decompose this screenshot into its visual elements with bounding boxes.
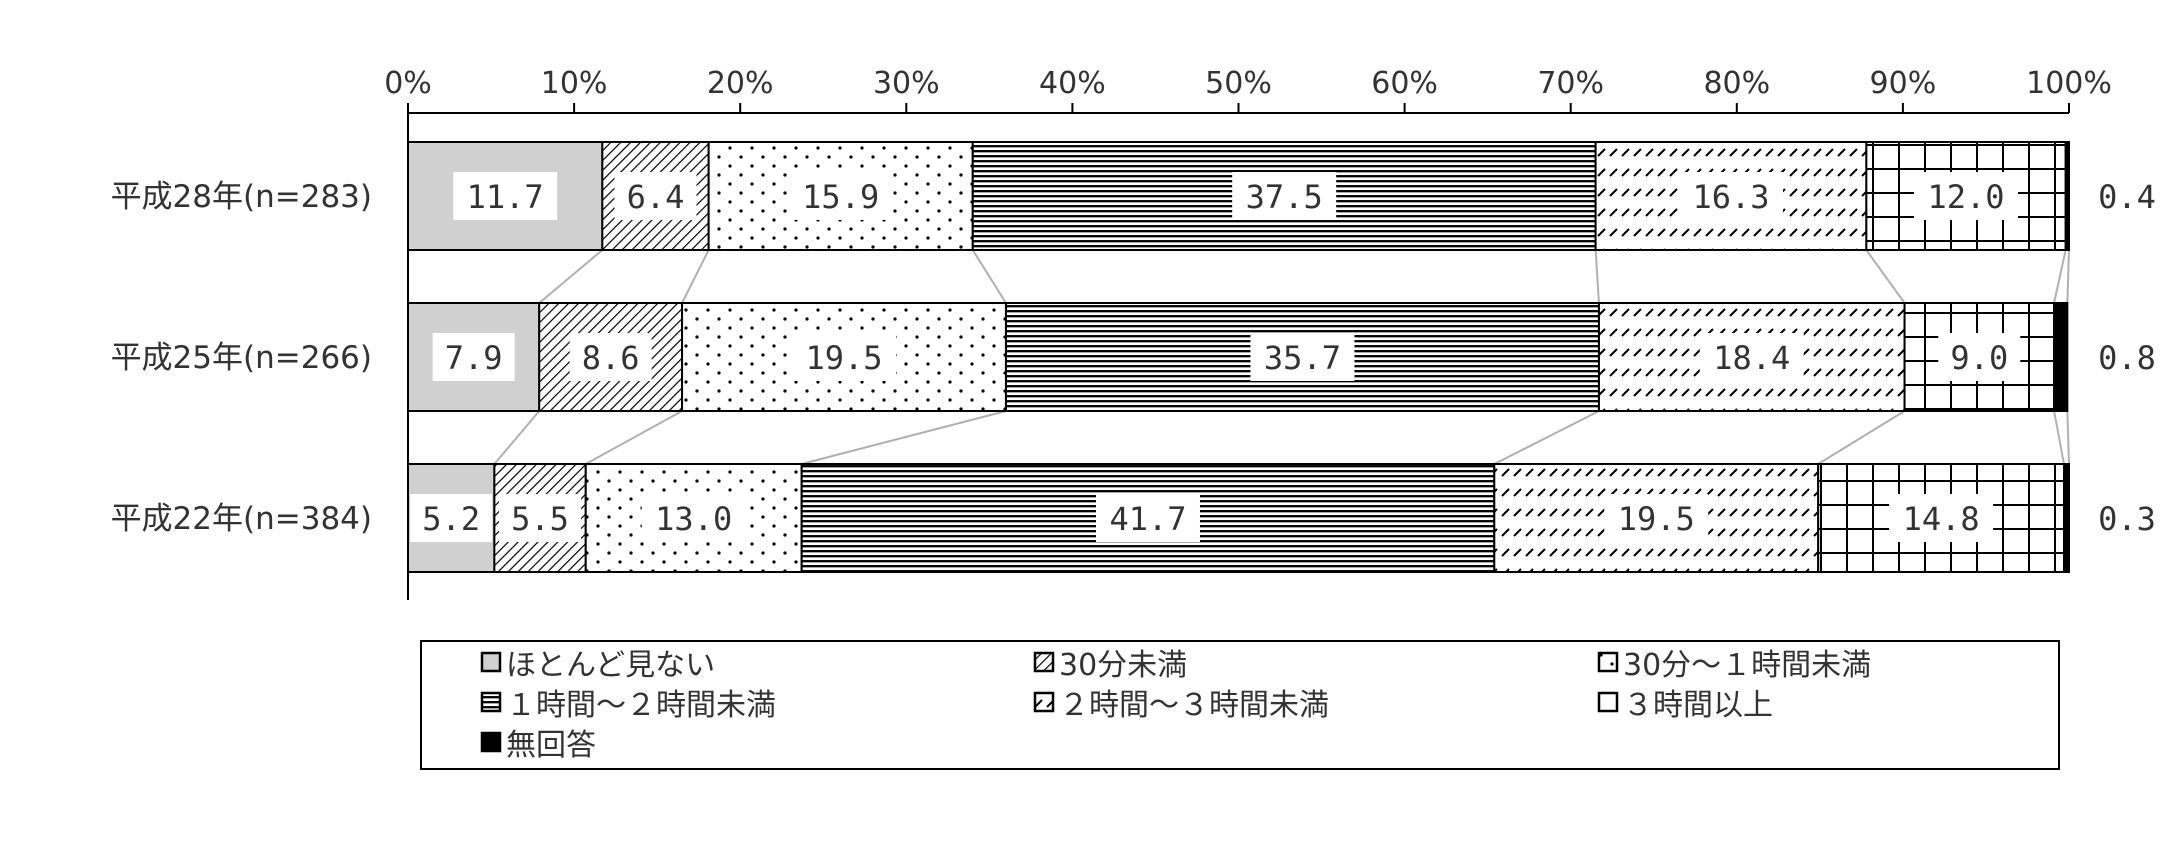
legend-label: ほとんど見ない: [506, 648, 716, 683]
bar-segment: [2064, 141, 2070, 251]
category-label: 平成25年(n=266): [111, 340, 372, 376]
data-label-bg: [1938, 333, 2021, 381]
legend-swatch: [480, 651, 502, 673]
data-label: 5.5: [511, 500, 569, 538]
legend-item: 30分～１時間未満: [1597, 643, 1872, 683]
x-tick-label: 0%: [384, 66, 432, 101]
x-tick-label: 30%: [873, 66, 940, 101]
legend-swatch: [1033, 691, 1055, 713]
data-label-bg: [614, 172, 697, 220]
data-label-bg: [788, 172, 893, 220]
legend-label: 30分未満: [1059, 648, 1188, 683]
connector-line: [971, 249, 1007, 304]
data-label-bg: [1250, 333, 1355, 381]
legend-item: １時間～２時間未満: [480, 683, 776, 723]
legend-item: ２時間～３時間未満: [1033, 683, 1329, 723]
data-label-bg: [641, 494, 746, 542]
data-label: 7.9: [445, 339, 503, 377]
connector-line: [585, 410, 683, 465]
legend-swatch: [480, 731, 502, 753]
data-label: 41.7: [1109, 500, 1186, 538]
data-label-bg: [410, 494, 493, 542]
legend-swatch: [1597, 691, 1619, 713]
data-label-bg: [1699, 333, 1804, 381]
connector-line: [1817, 410, 1906, 465]
x-tick-label: 40%: [1039, 66, 1106, 101]
legend-label: ２時間～３時間未満: [1059, 688, 1329, 723]
connector-lines: [493, 249, 2070, 465]
data-label-bg: [1232, 172, 1337, 220]
data-label-bg: [1889, 494, 1994, 542]
data-labels: 11.7 6.4 15.9 37.5 16.3 12.0 0.4 7.9 8.6 19.5 35.7…: [410, 172, 2156, 542]
data-label: 14.8: [1903, 500, 1980, 538]
data-label-bg: [453, 172, 558, 220]
connector-line: [1493, 410, 1600, 465]
x-tick-label: 80%: [1703, 66, 1770, 101]
data-label: 0.4: [2098, 178, 2156, 216]
legend-label: ３時間以上: [1623, 688, 1773, 723]
data-label: 18.4: [1713, 339, 1790, 377]
data-label: 6.4: [627, 178, 685, 216]
legend: ほとんど見ない 30分未満 30分～１時間未満 １時間～２時間未満 ２時間～３時間未満 ３…: [420, 640, 2060, 770]
x-tick-label: 70%: [1537, 66, 1604, 101]
data-label: 13.0: [655, 500, 732, 538]
data-label-bg: [1604, 494, 1709, 542]
legend-item: 無回答: [480, 723, 596, 763]
legend-swatch: [1597, 651, 1619, 673]
x-tick-label: 50%: [1205, 66, 1272, 101]
connector-line: [2066, 410, 2070, 465]
data-label: 19.5: [1618, 500, 1695, 538]
data-label-bg: [499, 494, 582, 542]
connector-line: [681, 249, 710, 304]
data-label: 12.0: [1927, 178, 2004, 216]
x-axis: 0% 10% 20% 30% 40% 50% 60% 70% 80% 90% 100% 平成28年(n…: [111, 66, 2112, 600]
connector-line: [1865, 249, 1906, 304]
connector-line: [1594, 249, 1600, 304]
category-label: 平成28年(n=283): [111, 179, 372, 215]
x-tick-label: 90%: [1870, 66, 1937, 101]
data-label-bg: [432, 333, 515, 381]
data-label-bg: [1095, 494, 1200, 542]
legend-item: ほとんど見ない: [480, 643, 716, 683]
data-label: 0.3: [2098, 500, 2156, 538]
x-tick-label: 20%: [707, 66, 774, 101]
x-tick-label: 60%: [1371, 66, 1438, 101]
legend-swatch: [1033, 651, 1055, 673]
legend-item: 30分未満: [1033, 643, 1188, 683]
bar-segment: [2053, 302, 2069, 412]
connector-line: [2053, 410, 2065, 465]
data-label-bg: [1678, 172, 1783, 220]
x-tick-label: 10%: [541, 66, 608, 101]
bar-segment: [2063, 463, 2071, 573]
data-label-bg: [569, 333, 652, 381]
data-label: 11.7: [467, 178, 544, 216]
x-tick-label: 100%: [2026, 66, 2112, 101]
connector-line: [801, 410, 1007, 465]
data-label-bg: [792, 333, 897, 381]
connector-line: [493, 410, 540, 465]
connector-line: [538, 249, 603, 304]
connector-line: [2066, 249, 2070, 304]
data-label: 8.6: [582, 339, 640, 377]
data-label: 35.7: [1264, 339, 1341, 377]
legend-swatch: [480, 691, 502, 713]
data-label: 0.8: [2098, 339, 2156, 377]
legend-label: 30分～１時間未満: [1623, 648, 1872, 683]
data-label: 15.9: [802, 178, 879, 216]
data-label: 5.2: [422, 500, 480, 538]
data-label: 19.5: [805, 339, 882, 377]
legend-item: ３時間以上: [1597, 683, 1773, 723]
data-label: 9.0: [1950, 339, 2008, 377]
data-label: 37.5: [1246, 178, 1323, 216]
connector-line: [2053, 249, 2067, 304]
data-label: 16.3: [1692, 178, 1769, 216]
legend-label: １時間～２時間未満: [506, 688, 776, 723]
legend-label: 無回答: [506, 728, 596, 763]
data-label-bg: [1914, 172, 2019, 220]
category-label: 平成22年(n=384): [111, 501, 372, 537]
